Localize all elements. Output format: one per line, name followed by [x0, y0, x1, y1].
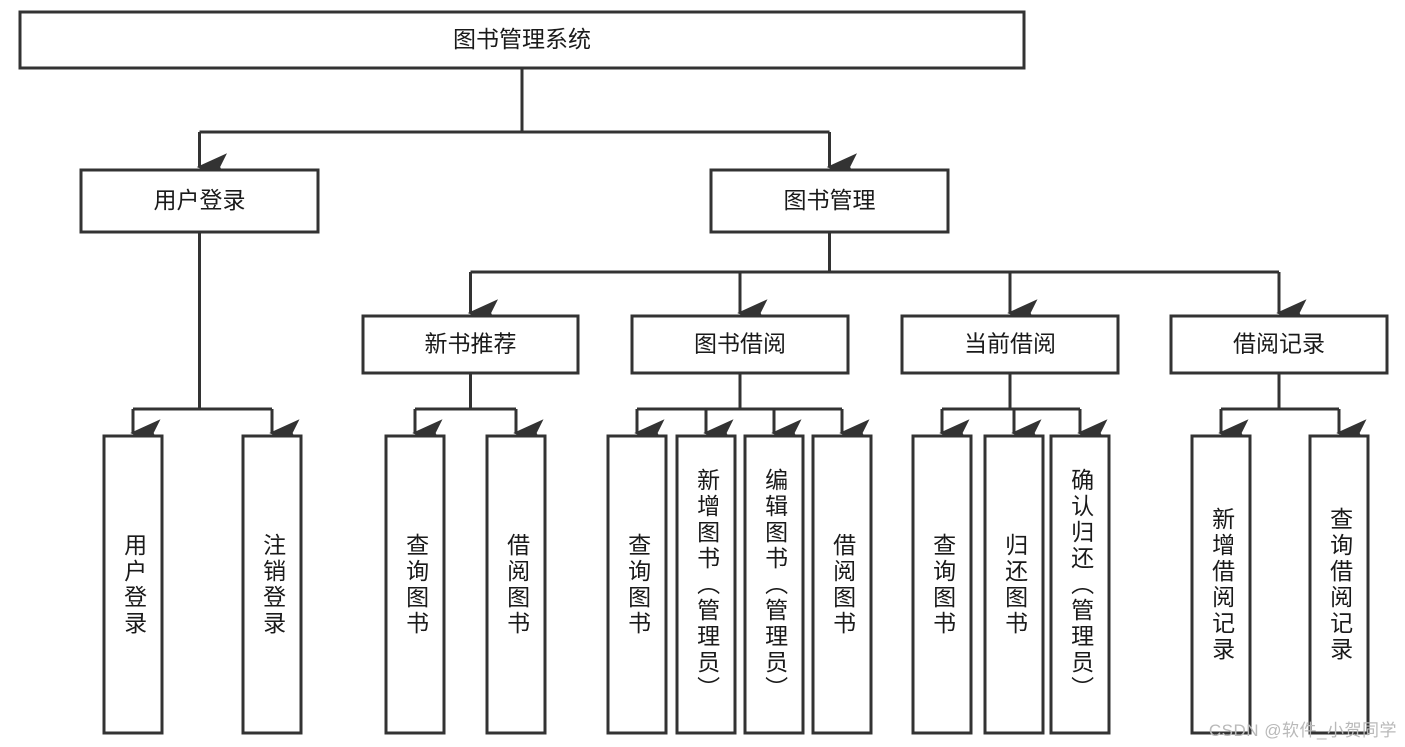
node-new-book-recommend[interactable]: 新书推荐: [361, 314, 580, 375]
node-label-current-borrow: 当前借阅: [964, 331, 1056, 357]
watermark-text: CSDN @软件_小贺同学: [1208, 721, 1397, 740]
node-box-leaf-edit-book[interactable]: [743, 434, 805, 735]
node-box-new-book-recommend[interactable]: [361, 314, 580, 375]
node-leaf-return-book[interactable]: [983, 434, 1045, 735]
node-user-login[interactable]: 用户登录: [79, 168, 320, 234]
node-leaf-query-book-borrow[interactable]: [606, 434, 668, 735]
node-box-leaf-query-book-cur[interactable]: [911, 434, 973, 735]
node-leaf-query-borrow-record[interactable]: [1308, 434, 1370, 735]
node-box-leaf-query-book-rec[interactable]: [384, 434, 446, 735]
node-leaf-add-book[interactable]: [675, 434, 737, 735]
node-label-book-manage: 图书管理: [784, 187, 876, 213]
node-box-root[interactable]: [18, 10, 1026, 70]
node-label-borrow-record: 借阅记录: [1233, 331, 1325, 357]
node-book-borrow[interactable]: 图书借阅: [630, 314, 850, 375]
node-box-leaf-query-borrow-record[interactable]: [1308, 434, 1370, 735]
node-box-leaf-query-book-borrow[interactable]: [606, 434, 668, 735]
node-label-new-book-recommend: 新书推荐: [425, 331, 517, 357]
node-leaf-add-borrow-record[interactable]: [1190, 434, 1252, 735]
node-label-user-login: 用户登录: [154, 187, 246, 213]
node-root[interactable]: 图书管理系统: [18, 10, 1026, 70]
node-box-leaf-return-book[interactable]: [983, 434, 1045, 735]
node-box-book-borrow[interactable]: [630, 314, 850, 375]
node-box-leaf-confirm-return[interactable]: [1049, 434, 1111, 735]
node-box-leaf-logout[interactable]: [241, 434, 303, 735]
connector-layer: [130, 68, 1367, 447]
node-box-leaf-user-login[interactable]: [102, 434, 164, 735]
node-label-book-borrow: 图书借阅: [694, 331, 786, 357]
node-leaf-confirm-return[interactable]: [1049, 434, 1111, 735]
node-box-borrow-record[interactable]: [1169, 314, 1389, 375]
node-leaf-borrow-book[interactable]: [811, 434, 873, 735]
node-leaf-borrow-book-rec[interactable]: [485, 434, 547, 735]
node-leaf-user-login[interactable]: [102, 434, 164, 735]
node-leaf-edit-book[interactable]: [743, 434, 805, 735]
node-box-leaf-borrow-book-rec[interactable]: [485, 434, 547, 735]
node-label-root: 图书管理系统: [453, 26, 591, 52]
node-box-book-manage[interactable]: [709, 168, 950, 234]
node-box-leaf-borrow-book[interactable]: [811, 434, 873, 735]
node-leaf-query-book-rec[interactable]: [384, 434, 446, 735]
node-box-leaf-add-book[interactable]: [675, 434, 737, 735]
node-current-borrow[interactable]: 当前借阅: [900, 314, 1120, 375]
node-box-leaf-add-borrow-record[interactable]: [1190, 434, 1252, 735]
node-leaf-logout[interactable]: [241, 434, 303, 735]
node-box-current-borrow[interactable]: [900, 314, 1120, 375]
node-leaf-query-book-cur[interactable]: [911, 434, 973, 735]
node-borrow-record[interactable]: 借阅记录: [1169, 314, 1389, 375]
node-box-user-login[interactable]: [79, 168, 320, 234]
node-book-manage[interactable]: 图书管理: [709, 168, 950, 234]
